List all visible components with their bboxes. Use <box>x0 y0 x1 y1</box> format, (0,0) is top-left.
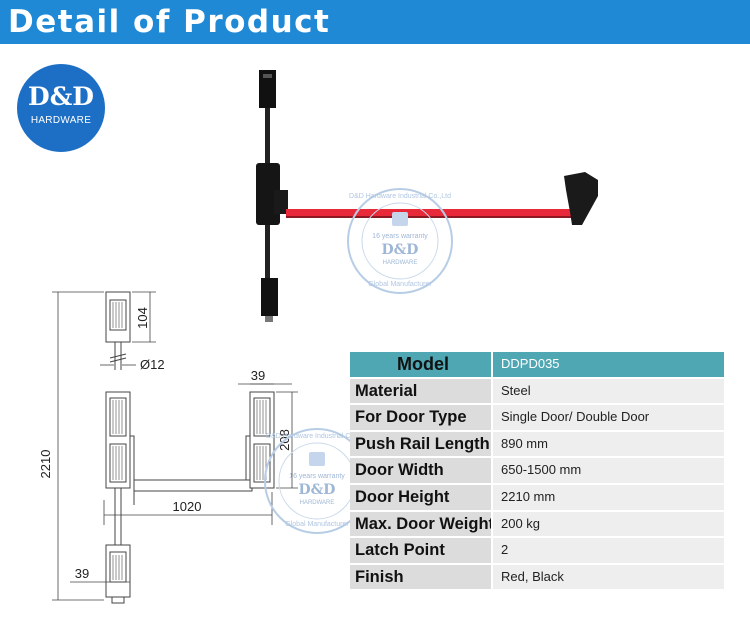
logo-subtext: HARDWARE <box>30 115 92 126</box>
spec-label: Model <box>350 352 491 377</box>
spec-row-finish: Finish Red, Black <box>350 564 724 592</box>
page-title: Detail of Product <box>8 4 331 40</box>
watermark-stamp: 16 years warranty D&D HARDWARE D&D Hardw… <box>347 188 453 294</box>
spec-row-door-type: For Door Type Single Door/ Double Door <box>350 405 724 432</box>
spec-row-rail-length: Push Rail Length 890 mm <box>350 431 724 459</box>
brand-logo: D&D HARDWARE <box>17 64 105 152</box>
watermark-lower-ring: D&D Hardware Industrial Co.,Ltd <box>266 433 368 440</box>
watermark-ring: D&D Hardware Industrial Co.,Ltd <box>349 193 451 200</box>
spec-value: Steel <box>491 378 724 404</box>
logo-text: D&D <box>28 82 94 111</box>
spec-value: Single Door/ Double Door <box>491 405 724 430</box>
watermark-bottom: Global Manufacturer <box>368 281 432 288</box>
watermark-lower-warranty: 16 years warranty <box>289 473 345 480</box>
dimension-latch-height: 104 <box>135 307 150 329</box>
dimension-base-width: 39 <box>75 566 89 581</box>
spec-label: For Door Type <box>350 405 491 430</box>
dimension-end-width: 39 <box>251 368 265 383</box>
header-banner: Detail of Product <box>0 0 750 44</box>
watermark-brand: D&D <box>382 242 419 258</box>
spec-label: Door Height <box>350 484 491 510</box>
spec-row-model: Model DDPD035 <box>350 352 724 379</box>
spec-value: DDPD035 <box>491 352 724 377</box>
spec-label: Door Width <box>350 458 491 483</box>
spec-label: Max. Door Weight <box>350 511 494 537</box>
spec-value: 2 <box>491 538 724 563</box>
dimension-rail-length: 1020 <box>173 499 202 514</box>
spec-label: Material <box>350 378 491 404</box>
spec-value: Red, Black <box>491 564 724 590</box>
dimension-rod-diameter: Ø12 <box>140 357 165 372</box>
spec-label: Finish <box>350 564 491 590</box>
spec-row-material: Material Steel <box>350 378 724 406</box>
spec-value: 200 kg <box>491 511 724 537</box>
watermark-lower-bottom: Global Manufacturer <box>285 521 349 528</box>
spec-label: Push Rail Length <box>350 431 491 457</box>
spec-row-door-weight: Max. Door Weight 200 kg <box>350 511 724 539</box>
spec-row-door-height: Door Height 2210 mm <box>350 484 724 512</box>
watermark-stamp-lower: 16 years warranty D&D HARDWARE D&D Hardw… <box>264 428 370 534</box>
spec-row-door-width: Door Width 650-1500 mm <box>350 458 724 485</box>
spec-row-latch-point: Latch Point 2 <box>350 538 724 565</box>
spec-table: Model DDPD035 Material Steel For Door Ty… <box>350 352 724 592</box>
spec-label: Latch Point <box>350 538 491 563</box>
dimension-total-height: 2210 <box>38 450 53 479</box>
spec-value: 890 mm <box>491 431 724 457</box>
watermark-lower-sub: HARDWARE <box>300 500 335 506</box>
watermark-warranty: 16 years warranty <box>372 233 428 240</box>
spec-value: 650-1500 mm <box>491 458 724 483</box>
watermark-lower-brand: D&D <box>299 482 336 498</box>
spec-value: 2210 mm <box>491 484 724 510</box>
watermark-sub: HARDWARE <box>383 260 418 266</box>
